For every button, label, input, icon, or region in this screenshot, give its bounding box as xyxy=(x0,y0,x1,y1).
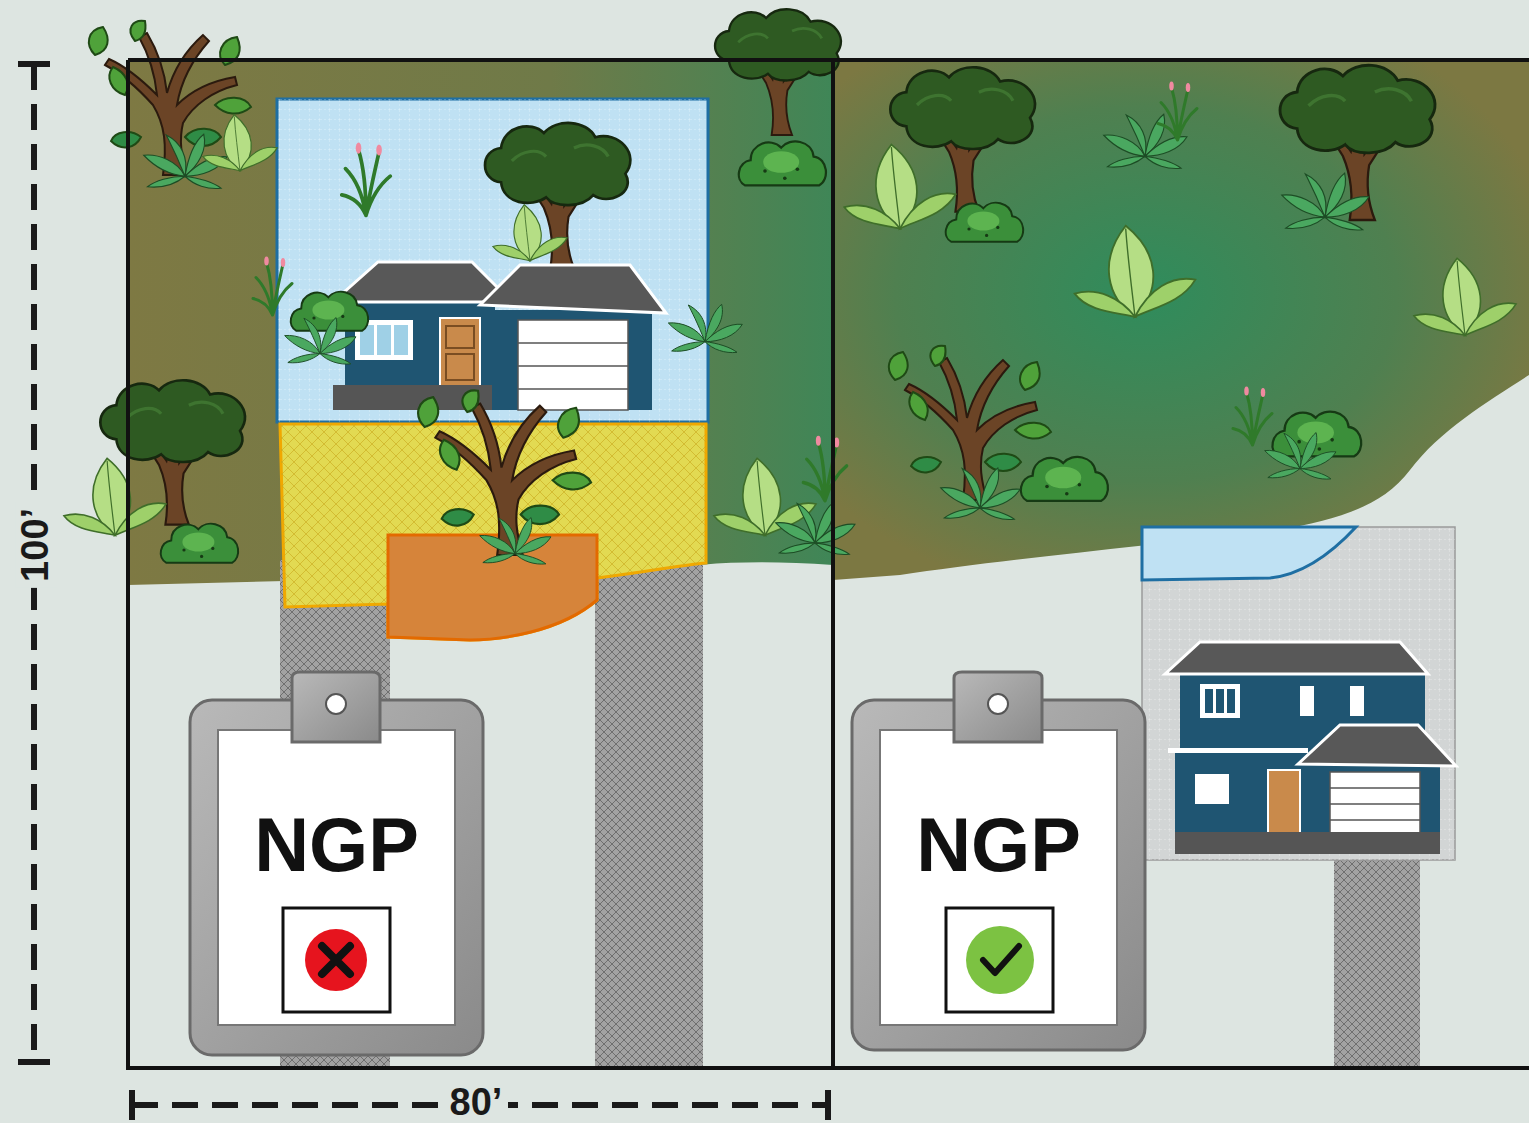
dimension-lines xyxy=(18,64,828,1120)
clipboard-label: NGP xyxy=(916,803,1081,887)
plants xyxy=(64,9,1516,562)
clipboard-label: NGP xyxy=(254,803,419,887)
house-two-storey xyxy=(1165,642,1456,854)
dimension-label: 80’ xyxy=(444,1082,509,1123)
clipboard-sign: NGP xyxy=(218,785,455,905)
lot-boundaries xyxy=(128,60,1529,1068)
clipboard-sign: NGP xyxy=(880,785,1117,905)
clipboard-fail xyxy=(190,672,483,1055)
house-one-storey xyxy=(333,262,666,410)
clipboard-pass xyxy=(852,672,1145,1050)
dimension-label: 100’ xyxy=(15,502,57,588)
